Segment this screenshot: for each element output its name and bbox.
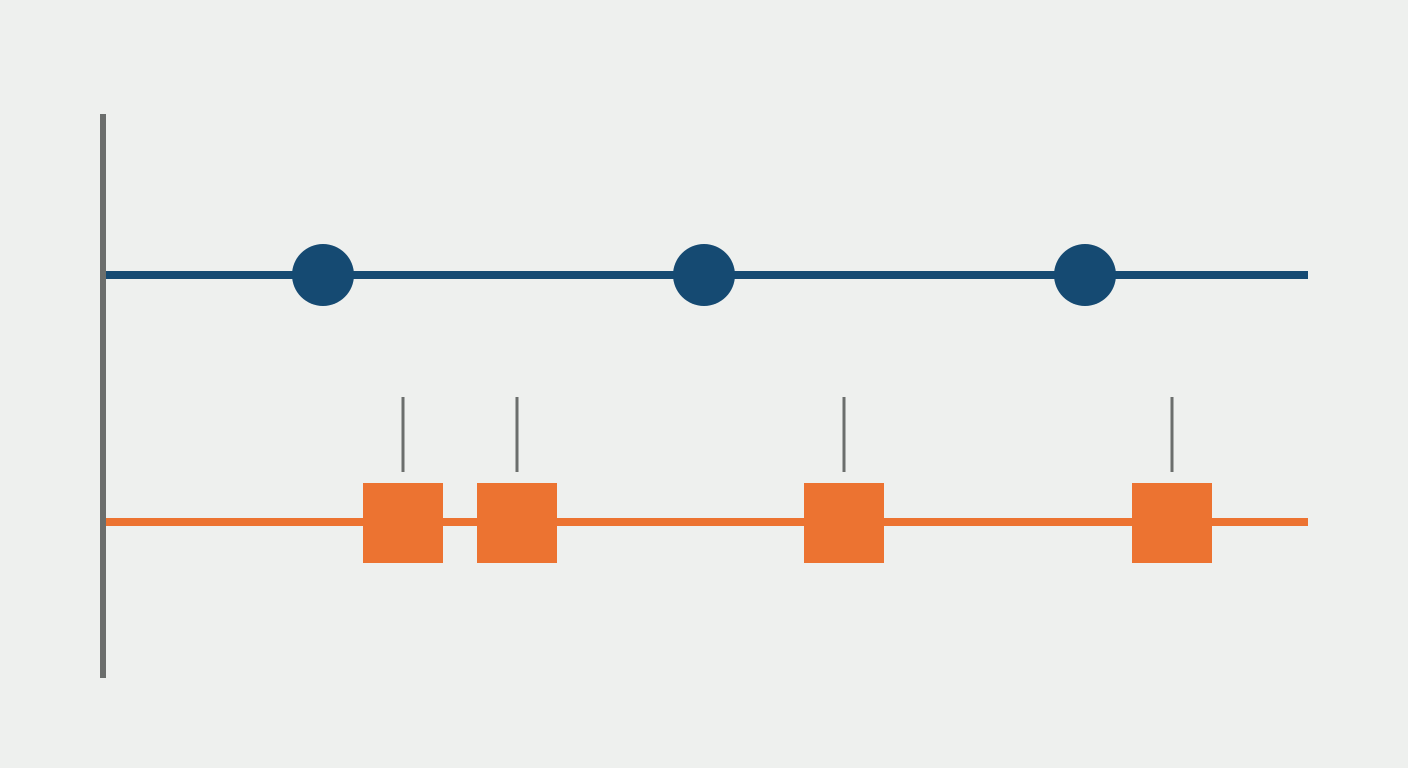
orange-track	[106, 397, 1308, 563]
orange-marker	[1132, 483, 1212, 563]
blue-track	[106, 244, 1308, 306]
orange-marker	[804, 483, 884, 563]
blue-marker	[673, 244, 735, 306]
orange-marker	[363, 483, 443, 563]
orange-marker	[477, 483, 557, 563]
blue-marker	[1054, 244, 1116, 306]
blue-marker	[292, 244, 354, 306]
